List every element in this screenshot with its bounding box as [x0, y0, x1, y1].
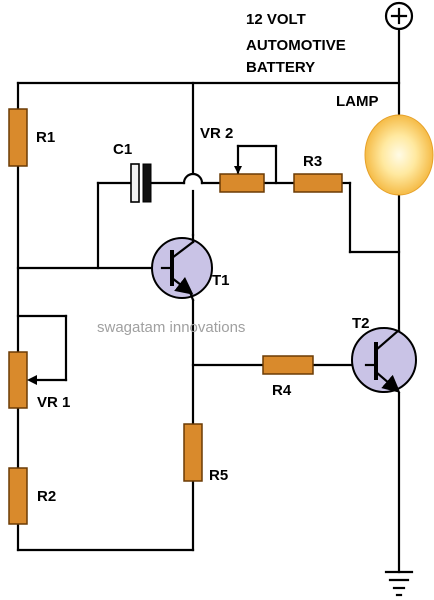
ground-icon — [384, 570, 414, 597]
variable-resistor-vr1 — [8, 351, 28, 409]
resistor-r5 — [183, 423, 203, 482]
label-t1: T1 — [212, 272, 230, 289]
variable-resistor-vr2 — [219, 173, 265, 193]
resistor-r3 — [293, 173, 343, 193]
battery-label-line3: BATTERY — [246, 59, 315, 76]
battery-label-line2: AUTOMOTIVE — [246, 37, 346, 54]
lamp-label: LAMP — [336, 93, 379, 110]
label-c1: C1 — [113, 141, 132, 158]
battery-label-line1: 12 VOLT — [246, 11, 306, 28]
vr2-wiper-arrow — [234, 166, 242, 174]
vr1-wiper-arrow — [27, 375, 37, 385]
lamp-bulb-icon — [364, 114, 434, 196]
transistor-t2 — [351, 327, 417, 393]
transistor-t1 — [151, 233, 213, 302]
label-r3: R3 — [303, 153, 322, 170]
capacitor-c1 — [130, 163, 152, 203]
label-r1: R1 — [36, 129, 55, 146]
label-vr1: VR 1 — [37, 394, 70, 411]
label-r5: R5 — [209, 467, 228, 484]
label-r2: R2 — [37, 488, 56, 505]
label-vr2: VR 2 — [200, 125, 233, 142]
watermark: swagatam innovations — [97, 319, 245, 336]
plus-circle-icon — [384, 1, 414, 31]
label-r4: R4 — [272, 382, 292, 399]
wires — [16, 28, 401, 574]
resistor-r2 — [8, 467, 28, 525]
label-t2: T2 — [352, 315, 370, 332]
resistor-r4 — [262, 355, 314, 375]
resistor-r1 — [8, 108, 28, 167]
